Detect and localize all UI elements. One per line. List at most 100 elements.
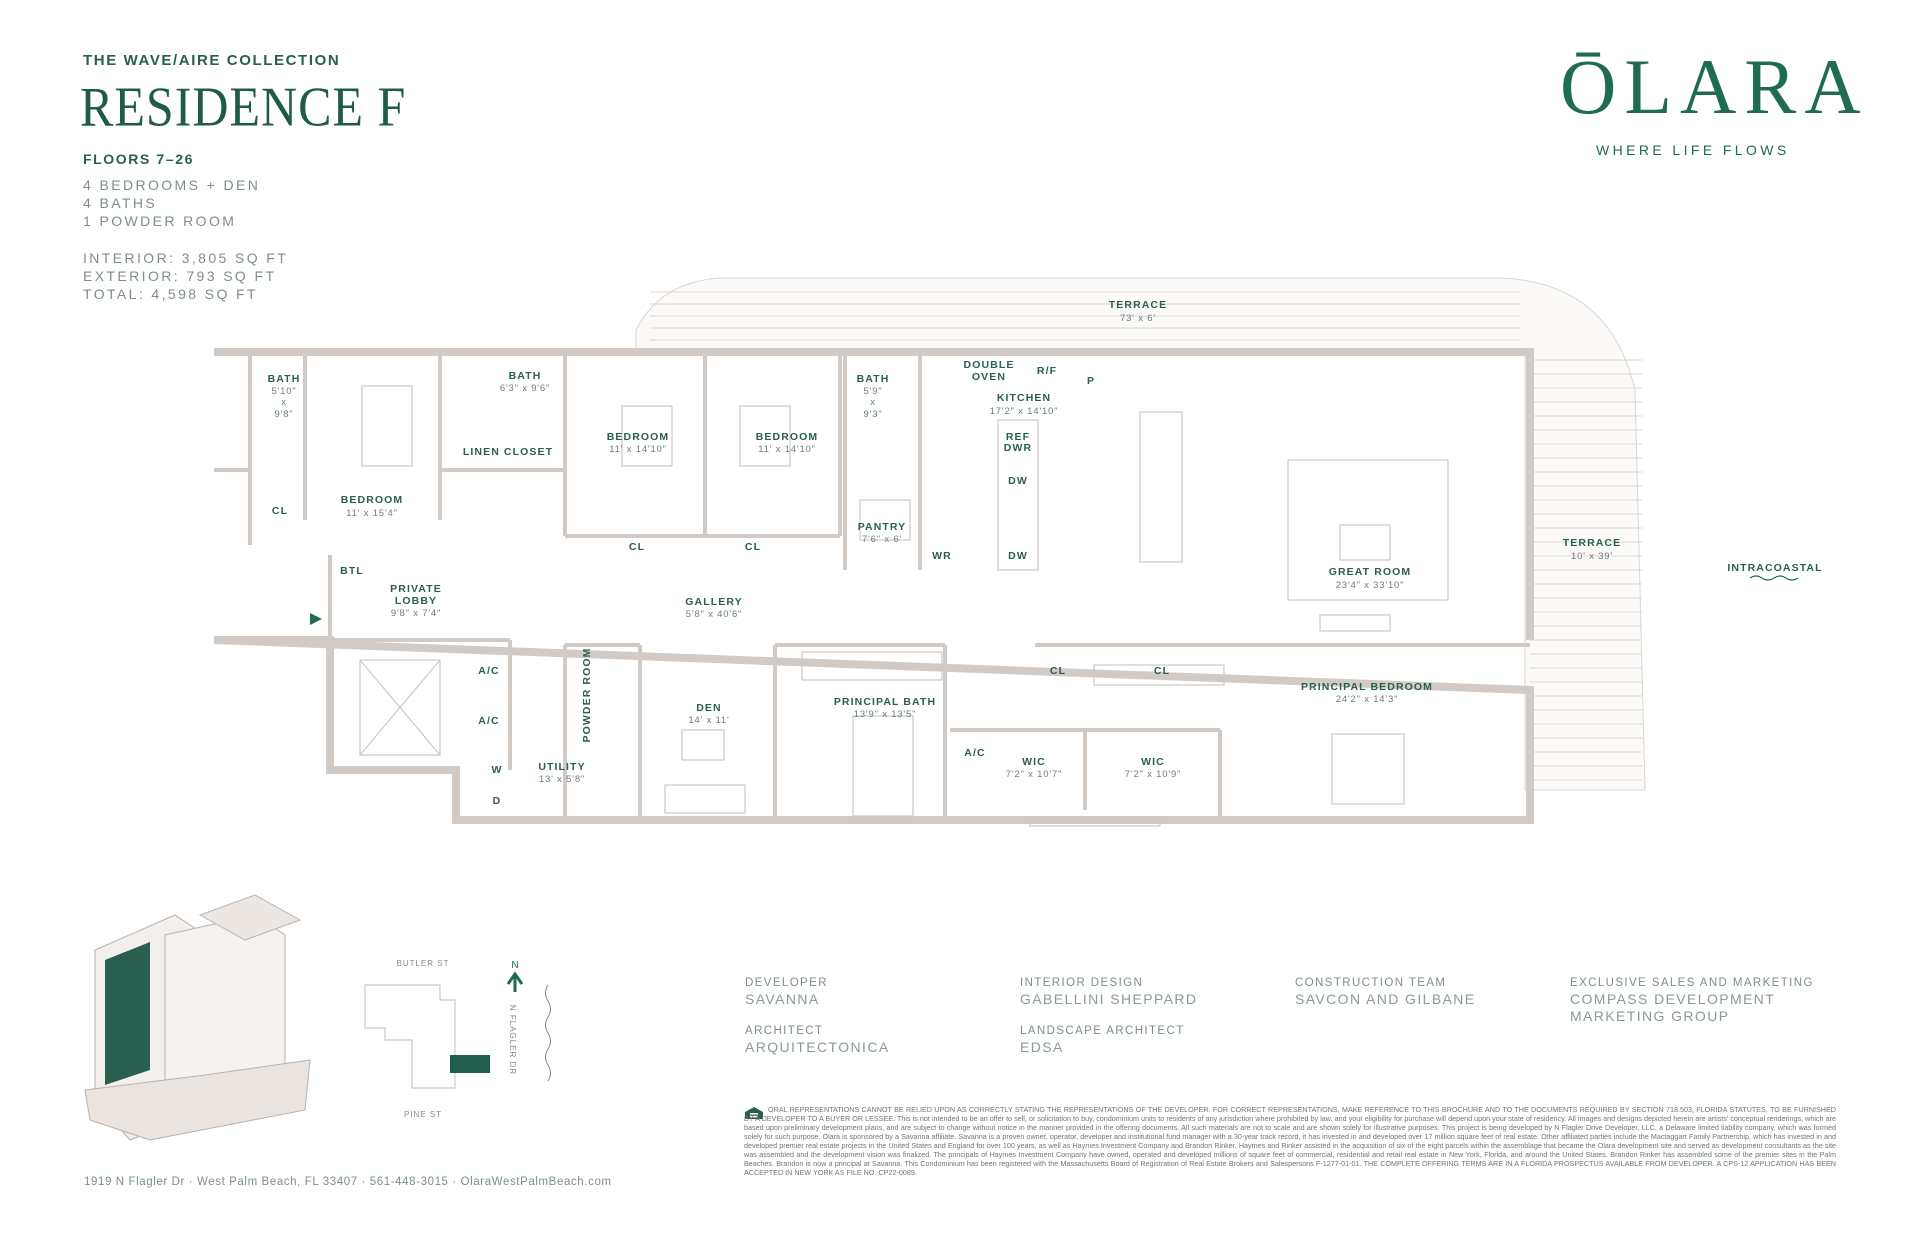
terrace-top-dim: 73' x 6'	[1120, 313, 1156, 324]
spec-baths: 4 BATHS	[83, 195, 158, 211]
unit-areas: INTERIOR: 3,805 SQ FT EXTERIOR: 793 SQ F…	[83, 249, 288, 303]
great-room-label: GREAT ROOM	[1329, 566, 1412, 578]
bedroom1-dim: 11' x 15'4"	[346, 508, 398, 519]
pantry-dim: 7'6" x 6'	[862, 534, 902, 545]
legal-disclaimer: ORAL REPRESENTATIONS CANNOT BE RELIED UP…	[744, 1105, 1836, 1177]
principal-bath-label: PRINCIPAL BATH	[834, 696, 936, 708]
btl-label: BTL	[340, 565, 364, 577]
unit-specs: 4 BEDROOMS + DEN 4 BATHS 1 POWDER ROOM	[83, 176, 260, 230]
wic1-dim: 7'2" x 10'7"	[1006, 769, 1062, 780]
street-butler: BUTLER ST	[396, 959, 449, 968]
credit-sales-marketing: EXCLUSIVE SALES AND MARKETING COMPASS DE…	[1570, 977, 1820, 1025]
bath2-dim: 6'3" x 9'6"	[500, 383, 550, 394]
spec-powder: 1 POWDER ROOM	[83, 213, 237, 229]
footer-address: 1919 N Flagler Dr · West Palm Beach, FL …	[84, 1176, 612, 1188]
street-pine: PINE ST	[404, 1110, 442, 1119]
bedroom1-label: BEDROOM	[341, 494, 404, 506]
terrace-side-dim: 10' x 39'	[1571, 551, 1613, 562]
site-map: BUTLER ST PINE ST N FLAGLER DR N	[364, 959, 551, 1119]
dw-label-2: DW	[1008, 550, 1028, 562]
principal-bedroom-dim: 24'2" x 14'3"	[1336, 694, 1399, 705]
wr-label: WR	[932, 550, 952, 562]
terrace-paving	[635, 277, 1646, 791]
credit-name: EDSA	[1020, 1039, 1064, 1055]
credit-name: GABELLINI SHEPPARD	[1020, 991, 1198, 1007]
pantry-label: PANTRY	[858, 521, 907, 533]
bedroom3-dim: 11' x 14'10"	[758, 444, 816, 455]
private-lobby-label-1: PRIVATE	[390, 583, 442, 595]
entry-arrow-icon	[310, 613, 322, 625]
dryer-label: D	[493, 795, 502, 807]
cl-label-4: CL	[1050, 665, 1066, 677]
credit-name: COMPASS DEVELOPMENT MARKETING GROUP	[1570, 991, 1776, 1024]
principal-bath-dim: 13'9" x 13'5"	[854, 709, 917, 720]
area-total: TOTAL: 4,598 SQ FT	[83, 286, 258, 302]
dwr-label: DWR	[1004, 442, 1032, 454]
bath1-label: BATH	[268, 373, 301, 385]
ref-label: REF	[1006, 431, 1030, 443]
water-icon	[1749, 575, 1799, 581]
credit-name: SAVANNA	[745, 991, 820, 1007]
credit-role: EXCLUSIVE SALES AND MARKETING	[1570, 977, 1814, 989]
north-label: N	[511, 960, 518, 971]
dw-label-1: DW	[1008, 475, 1028, 487]
credit-role: INTERIOR DESIGN	[1020, 977, 1144, 989]
ac-label-2: A/C	[478, 715, 499, 727]
brand-tagline: WHERE LIFE FLOWS	[1596, 142, 1790, 158]
bedroom2-dim: 11' x 14'10"	[609, 444, 667, 455]
linen-closet-label: LINEN CLOSET	[463, 446, 553, 458]
credit-name: SAVCON AND GILBANE	[1295, 991, 1476, 1007]
bath1-dim-x: x	[281, 397, 287, 408]
wic2-label: WIC	[1141, 756, 1165, 768]
bedroom3-label: BEDROOM	[756, 431, 819, 443]
credit-role: LANDSCAPE ARCHITECT	[1020, 1025, 1185, 1037]
wic1-label: WIC	[1022, 756, 1046, 768]
ac-label-3: A/C	[964, 747, 985, 759]
intracoastal-label: INTRACOASTAL	[1727, 562, 1822, 574]
spec-bedrooms: 4 BEDROOMS + DEN	[83, 177, 261, 193]
equal-housing-icon	[745, 1107, 763, 1119]
cl-label-1: CL	[272, 505, 288, 517]
credit-developer: DEVELOPER SAVANNA	[745, 977, 975, 1008]
private-lobby-label-2: LOBBY	[395, 595, 437, 607]
credit-architect: ARCHITECT ARQUITECTONICA	[745, 1025, 975, 1056]
kitchen-label: KITCHEN	[997, 392, 1051, 404]
bath3-dim-a: 5'9"	[864, 386, 883, 397]
den-label: DEN	[696, 702, 721, 714]
gallery-label: GALLERY	[685, 596, 742, 608]
disclaimer-text: ORAL REPRESENTATIONS CANNOT BE RELIED UP…	[744, 1105, 1836, 1177]
residence-title: RESIDENCE F	[80, 75, 407, 138]
area-exterior: EXTERIOR: 793 SQ FT	[83, 268, 277, 284]
unit-location-highlight	[450, 1055, 490, 1073]
pantry-p-label: P	[1087, 375, 1095, 387]
exterior-walls	[213, 348, 1534, 824]
credit-role: CONSTRUCTION TEAM	[1295, 977, 1447, 989]
north-arrow-icon	[506, 971, 524, 992]
waterline-icon	[545, 984, 551, 1082]
bedroom2-label: BEDROOM	[607, 431, 670, 443]
rf-label: R/F	[1037, 365, 1057, 377]
cl-label-5: CL	[1154, 665, 1170, 677]
den-dim: 14' x 11'	[688, 715, 729, 726]
private-lobby-dim: 9'8" x 7'4"	[391, 608, 441, 619]
cl-label-2: CL	[629, 541, 645, 553]
kitchen-dim: 17'2" x 14'10"	[990, 406, 1059, 417]
bath2-label: BATH	[509, 370, 542, 382]
credit-construction: CONSTRUCTION TEAM SAVCON AND GILBANE	[1295, 977, 1525, 1008]
bath3-dim-b: 9'3"	[864, 409, 883, 420]
area-interior: INTERIOR: 3,805 SQ FT	[83, 250, 289, 266]
credit-landscape: LANDSCAPE ARCHITECT EDSA	[1020, 1025, 1250, 1056]
terrace-top-label: TERRACE	[1109, 299, 1167, 311]
utility-label: UTILITY	[538, 761, 585, 773]
washer-label: W	[491, 764, 502, 776]
utility-dim: 13' x 5'8"	[539, 774, 585, 785]
bath1-dim-a: 5'10"	[271, 386, 296, 397]
collection-name: THE WAVE/AIRE COLLECTION	[83, 52, 341, 69]
wic2-dim: 7'2" x 10'9"	[1125, 769, 1181, 780]
double-oven-label-2: OVEN	[972, 371, 1006, 383]
floors-range: FLOORS 7–26	[83, 151, 194, 167]
bath1-dim-b: 9'8"	[275, 409, 294, 420]
kitchen-island	[359, 385, 1449, 827]
terrace-side-label: TERRACE	[1563, 537, 1621, 549]
